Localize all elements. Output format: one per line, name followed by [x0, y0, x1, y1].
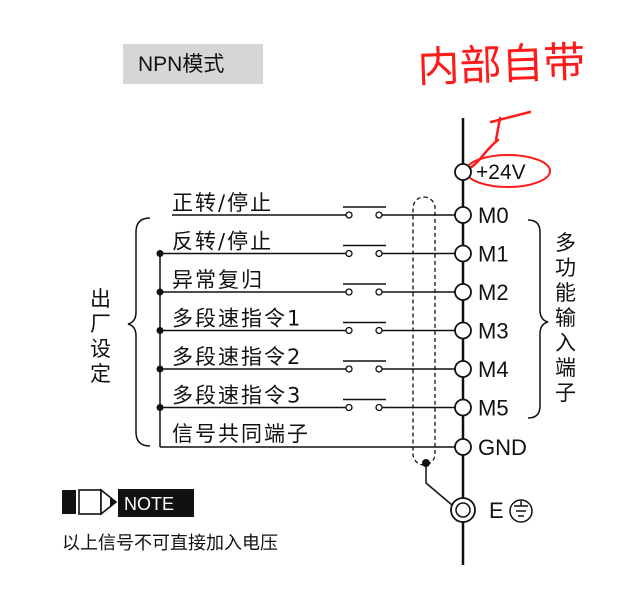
input-label: 多段速指令3 — [172, 384, 302, 408]
terminal-node — [454, 360, 472, 378]
junction-dot — [156, 288, 164, 296]
note-badge: NOTE — [62, 488, 194, 517]
svg-text:功: 功 — [555, 256, 578, 280]
handwritten-note: 内部自带 — [417, 37, 587, 92]
terminal-gnd-label: GND — [478, 435, 527, 460]
factory-setting-label: 出 厂 设 定 — [90, 287, 113, 386]
terminal-24v-label: +24V — [476, 161, 526, 184]
terminal-node — [454, 283, 472, 301]
earth-terminal-label: E — [489, 498, 504, 523]
multifunction-bracket — [527, 219, 549, 419]
earth-terminal: E — [450, 497, 533, 523]
input-label: 多段速指令2 — [172, 345, 302, 369]
handwritten-annotation: 内部自带 — [417, 37, 587, 188]
terminal-label: M0 — [478, 203, 509, 228]
junction-dot — [156, 250, 164, 257]
terminal-label: M1 — [478, 242, 509, 267]
switch-contact — [343, 283, 386, 296]
mode-label: NPN模式 — [138, 53, 224, 76]
svg-text:定: 定 — [90, 362, 113, 386]
red-arrow — [468, 110, 532, 170]
input-row-m1: 反转/停止 M1 — [156, 230, 509, 267]
switch-contact — [343, 244, 386, 258]
svg-text:输: 输 — [555, 306, 578, 330]
terminal-label: M3 — [478, 319, 509, 344]
input-row-m0: 正转/停止 M0 — [172, 191, 509, 228]
svg-text:入: 入 — [555, 331, 578, 355]
svg-text:多: 多 — [555, 231, 578, 255]
factory-bracket — [127, 217, 151, 447]
input-label: 反转/停止 — [172, 230, 273, 254]
common-label: 信号共同端子 — [172, 422, 310, 446]
terminal-node — [454, 244, 472, 263]
svg-text:子: 子 — [555, 381, 578, 405]
terminal-24v: +24V — [454, 161, 526, 184]
switch-contact — [343, 206, 386, 219]
switch-contact — [343, 398, 386, 412]
input-label: 多段速指令1 — [172, 307, 302, 331]
terminal-node — [454, 206, 472, 224]
note-text: 以上信号不可直接加入电压 — [62, 533, 278, 554]
svg-text:端: 端 — [555, 356, 578, 380]
input-label: 异常复归 — [172, 268, 264, 292]
switch-contact — [343, 360, 386, 373]
multifunction-label: 多 功 能 输 入 端 子 — [555, 231, 578, 405]
pencil-icon — [62, 488, 118, 516]
terminal-label: M5 — [478, 396, 509, 421]
terminal-label: M4 — [478, 357, 509, 382]
svg-text:出: 出 — [90, 287, 113, 311]
terminal-node — [454, 398, 472, 417]
svg-text:厂: 厂 — [90, 312, 113, 336]
junction-dot — [156, 327, 164, 334]
shield-ground-wire — [422, 459, 453, 506]
svg-text:设: 设 — [90, 337, 113, 361]
junction-dot — [156, 365, 164, 373]
terminal-label: M2 — [478, 280, 509, 305]
mode-label-box: NPN模式 — [123, 44, 263, 84]
input-row-m2: 异常复归 M2 — [156, 268, 509, 305]
junction-dot — [156, 404, 164, 411]
svg-text:能: 能 — [555, 281, 578, 305]
gnd-row: 信号共同端子 GND — [160, 422, 527, 460]
terminal-node — [454, 321, 472, 340]
ground-symbol-icon — [509, 499, 533, 523]
switch-contact — [343, 321, 386, 335]
note-badge-label: NOTE — [124, 494, 174, 514]
input-label: 正转/停止 — [172, 191, 273, 215]
